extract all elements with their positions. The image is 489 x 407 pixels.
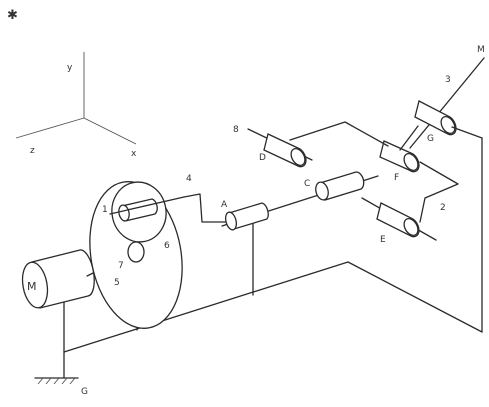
upper-gear-bearing-end <box>118 204 130 222</box>
z-axis-label: z <box>30 146 35 156</box>
y-axis-label: y <box>67 63 73 73</box>
ground-hatch <box>45 377 52 385</box>
bearing-C-end <box>315 181 329 201</box>
bearing-D-end <box>290 147 306 167</box>
large-wheel-6: 1 5 6 7 <box>89 181 185 329</box>
label-8: 8 <box>233 125 239 135</box>
ground-hatch <box>37 377 44 385</box>
label-E: E <box>380 235 386 245</box>
link-F-E <box>419 161 459 223</box>
upper-shaft <box>109 196 185 215</box>
label-G: G <box>427 134 434 144</box>
ground-hatch <box>61 377 68 385</box>
label-5: 5 <box>114 278 120 288</box>
bearing-E-end <box>403 217 419 237</box>
ground-hatch <box>53 377 60 385</box>
label-1: 1 <box>102 205 108 215</box>
label-C: C <box>304 179 310 189</box>
label-6: 6 <box>164 241 170 251</box>
upper-gear-bearing <box>121 198 158 222</box>
link-D-top <box>289 121 389 147</box>
label-F: F <box>394 173 399 183</box>
wheel-hub <box>127 241 145 263</box>
bearing-C <box>319 171 365 201</box>
label-D: D <box>259 153 266 163</box>
motor-end-face <box>21 261 49 309</box>
ground-label: G <box>81 387 88 397</box>
joint-C: C <box>304 171 365 201</box>
frame-bar <box>63 261 349 353</box>
bearing-A-end <box>224 211 238 231</box>
bearing-G-end <box>440 115 456 135</box>
joint-E: E <box>361 197 437 245</box>
joint-D: 8 D <box>233 125 313 168</box>
label-3: 3 <box>445 75 451 85</box>
joint-F: F <box>379 140 420 183</box>
output-label: M <box>477 45 485 55</box>
label-2: 2 <box>440 203 446 213</box>
x-axis-line <box>83 117 137 145</box>
z-axis-line <box>15 117 85 139</box>
ground-hatch <box>69 377 76 385</box>
motor: M <box>21 249 95 309</box>
label-7: 7 <box>118 261 124 271</box>
coordinate-axes: y z x <box>15 52 137 159</box>
frame-bar-right <box>347 261 483 333</box>
output-shaft <box>409 57 485 149</box>
joint-G: 3 G M <box>409 45 485 149</box>
bearing-A <box>228 202 269 230</box>
link-G-right <box>451 126 483 139</box>
link-F-G <box>399 125 419 151</box>
bearing-F-end <box>403 152 419 172</box>
motor-label: M <box>27 280 37 293</box>
connecting-links: 2 <box>289 121 483 223</box>
label-A: A <box>221 200 228 210</box>
link-4-path <box>183 193 229 223</box>
corner-star-mark: ✱ <box>7 8 18 23</box>
link-4: 4 <box>183 174 229 223</box>
x-axis-label: x <box>131 149 137 159</box>
label-4: 4 <box>186 174 192 184</box>
